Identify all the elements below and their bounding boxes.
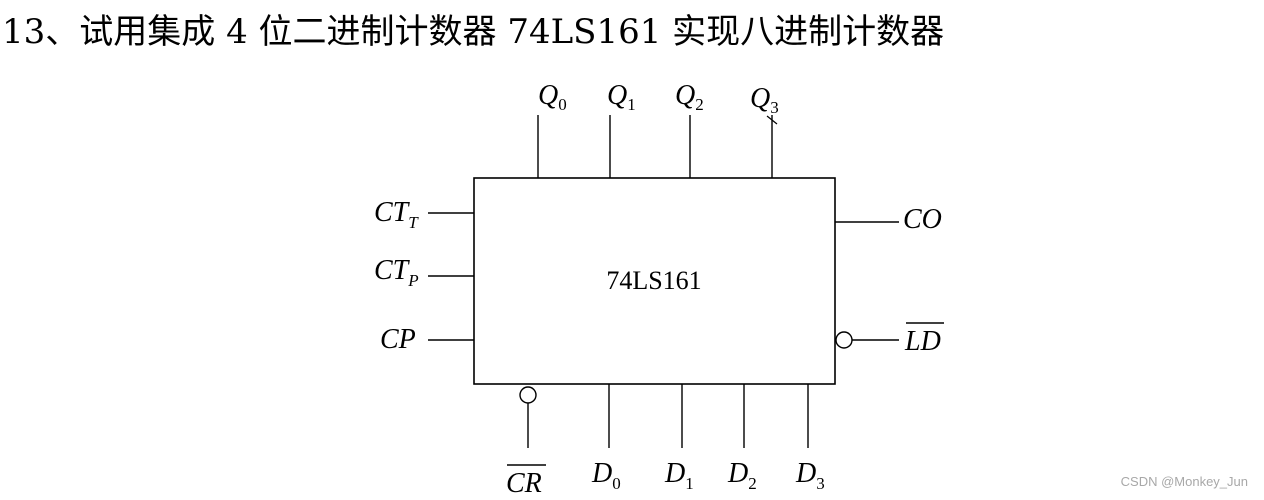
q1-label: Q1 bbox=[607, 80, 636, 114]
d2-label: D2 bbox=[727, 458, 757, 493]
ctp-label: CTP bbox=[374, 255, 419, 290]
d3-label: D3 bbox=[795, 458, 825, 493]
question-title: 13、试用集成 4 位二进制计数器 74LS161 实现八进制计数器 bbox=[2, 12, 945, 52]
cp-label: CP bbox=[380, 324, 416, 355]
q3-tick bbox=[766, 115, 778, 125]
ld-label: LD bbox=[904, 326, 941, 357]
watermark-text: CSDN @Monkey_Jun bbox=[1120, 474, 1248, 489]
ld-inversion-bubble bbox=[835, 331, 853, 349]
q2-label: Q2 bbox=[675, 80, 704, 114]
chip-body bbox=[473, 177, 836, 385]
ctt-label: CTT bbox=[374, 197, 419, 232]
q3-label: Q3 bbox=[750, 83, 779, 117]
chip-label: 74LS161 bbox=[606, 266, 701, 295]
cr-label: CR bbox=[506, 468, 542, 499]
q0-label: Q0 bbox=[538, 80, 567, 114]
d1-label: D1 bbox=[664, 458, 694, 493]
cr-inversion-bubble bbox=[519, 386, 537, 404]
d0-label: D0 bbox=[591, 458, 621, 493]
co-label: CO bbox=[903, 204, 942, 235]
